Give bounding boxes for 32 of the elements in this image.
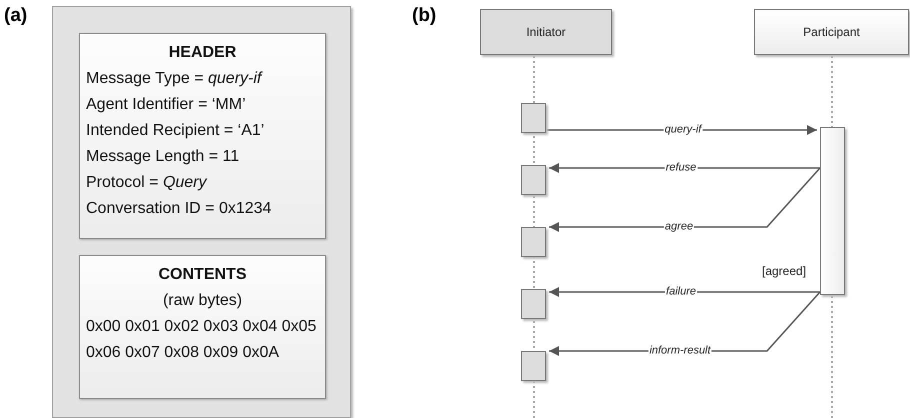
edge-label: agree <box>664 222 694 232</box>
field-line: Intended Recipient = ‘A1’ <box>86 121 266 141</box>
guard-condition: [agreed] <box>762 263 806 280</box>
activation-bar <box>521 351 546 381</box>
section-heading: HEADER <box>168 43 238 63</box>
panel-label: (b) <box>412 4 436 28</box>
message-section-box <box>79 255 326 399</box>
message-arrow <box>549 287 820 297</box>
field-line: Protocol = Query <box>86 173 208 193</box>
edge-label: query-if <box>664 124 702 136</box>
edge-label: failure <box>665 286 697 298</box>
field-line: Conversation ID = 0x1234 <box>86 199 272 219</box>
message-section-box <box>79 33 326 239</box>
subheading: (raw bytes) <box>162 291 244 311</box>
field-line: Message Length = 11 <box>86 147 240 167</box>
field-line: 0x00 0x01 0x02 0x03 0x04 0x05 0x06 0x07 0x08 0x09 0x0A <box>86 317 318 363</box>
field-line: Message Type = query-if <box>86 69 264 89</box>
lifeline-head-box: Initiator <box>480 9 612 55</box>
edge-label: inform-result <box>648 346 712 356</box>
field-line: Agent Identifier = ‘MM’ <box>86 95 247 115</box>
activation-bar <box>521 165 546 195</box>
message-arrow <box>549 168 821 232</box>
message-arrow <box>549 163 820 173</box>
activation-bar <box>521 227 546 257</box>
activation-bar <box>521 289 546 319</box>
lifeline-head-box: Participant <box>754 9 909 55</box>
activation-bar <box>820 127 845 295</box>
panel-background <box>52 6 351 418</box>
edge-label: refuse <box>664 162 698 174</box>
activation-bar <box>521 103 546 133</box>
panel-label: (a) <box>4 4 28 28</box>
section-heading: CONTENTS <box>158 265 248 285</box>
